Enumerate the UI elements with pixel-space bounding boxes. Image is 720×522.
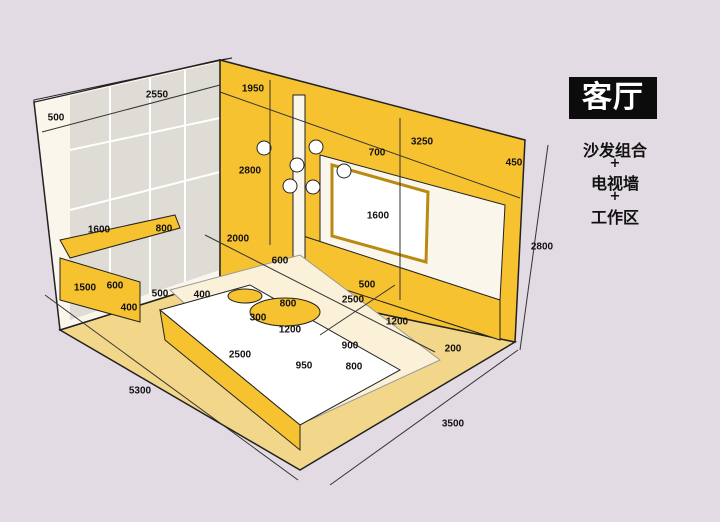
dimension-label: 800: [279, 298, 297, 310]
chandelier: [256, 139, 352, 195]
dimension-label: 5300: [128, 385, 152, 397]
dimension-label: 1200: [278, 324, 302, 336]
dimension-label: 2800: [530, 241, 554, 253]
dimension-label: 2500: [228, 349, 252, 361]
dimension-label: 450: [505, 157, 523, 169]
tv-screen: [330, 163, 430, 264]
coffee-table: [249, 297, 321, 327]
dimension-label: 200: [444, 343, 462, 355]
dimension-label: 500: [151, 288, 169, 300]
side-table: [227, 288, 263, 304]
dimension-label: 2800: [238, 165, 262, 177]
subtitle-line: 电视墙: [590, 174, 639, 193]
dimension-label: 800: [345, 361, 363, 373]
side-cabinet: [59, 257, 141, 323]
shelf-column: [292, 94, 306, 266]
dimension-label: 1600: [366, 210, 390, 222]
dimension-label: 400: [120, 302, 138, 314]
dimension-label: 500: [47, 112, 65, 124]
window-grid: [69, 62, 221, 320]
dimension-label: 1950: [241, 83, 265, 95]
dimension-label: 1500: [73, 282, 97, 294]
subtitle-plus: +: [609, 156, 621, 171]
dimension-label: 1200: [385, 316, 409, 328]
dimension-label: 400: [193, 289, 211, 301]
desk: [59, 214, 181, 259]
wall-top: [33, 57, 233, 103]
title: 客厅: [569, 77, 657, 119]
dimension-label: 600: [106, 280, 124, 292]
dimension-label: 500: [358, 279, 376, 291]
dimension-label: 950: [295, 360, 313, 372]
dimension-label: 3250: [410, 136, 434, 148]
dimension-label: 700: [368, 147, 386, 159]
subtitle-line: 工作区: [590, 208, 639, 227]
dimension-label: 2500: [341, 294, 365, 306]
subtitle-line: 沙发组合: [582, 141, 647, 160]
dimension-label: 300: [249, 312, 267, 324]
sofa-base: [159, 308, 301, 452]
dimension-label: 800: [155, 223, 173, 235]
dimension-label: 900: [341, 340, 359, 352]
dimension-label: 3500: [441, 418, 465, 430]
dimension-label: 2000: [226, 233, 250, 245]
dimension-label: 600: [271, 255, 289, 267]
dimension-label: 1600: [87, 224, 111, 236]
dimension-lines: [41, 80, 549, 486]
dimension-label: 2550: [145, 89, 169, 101]
subtitle-plus: +: [609, 189, 621, 204]
